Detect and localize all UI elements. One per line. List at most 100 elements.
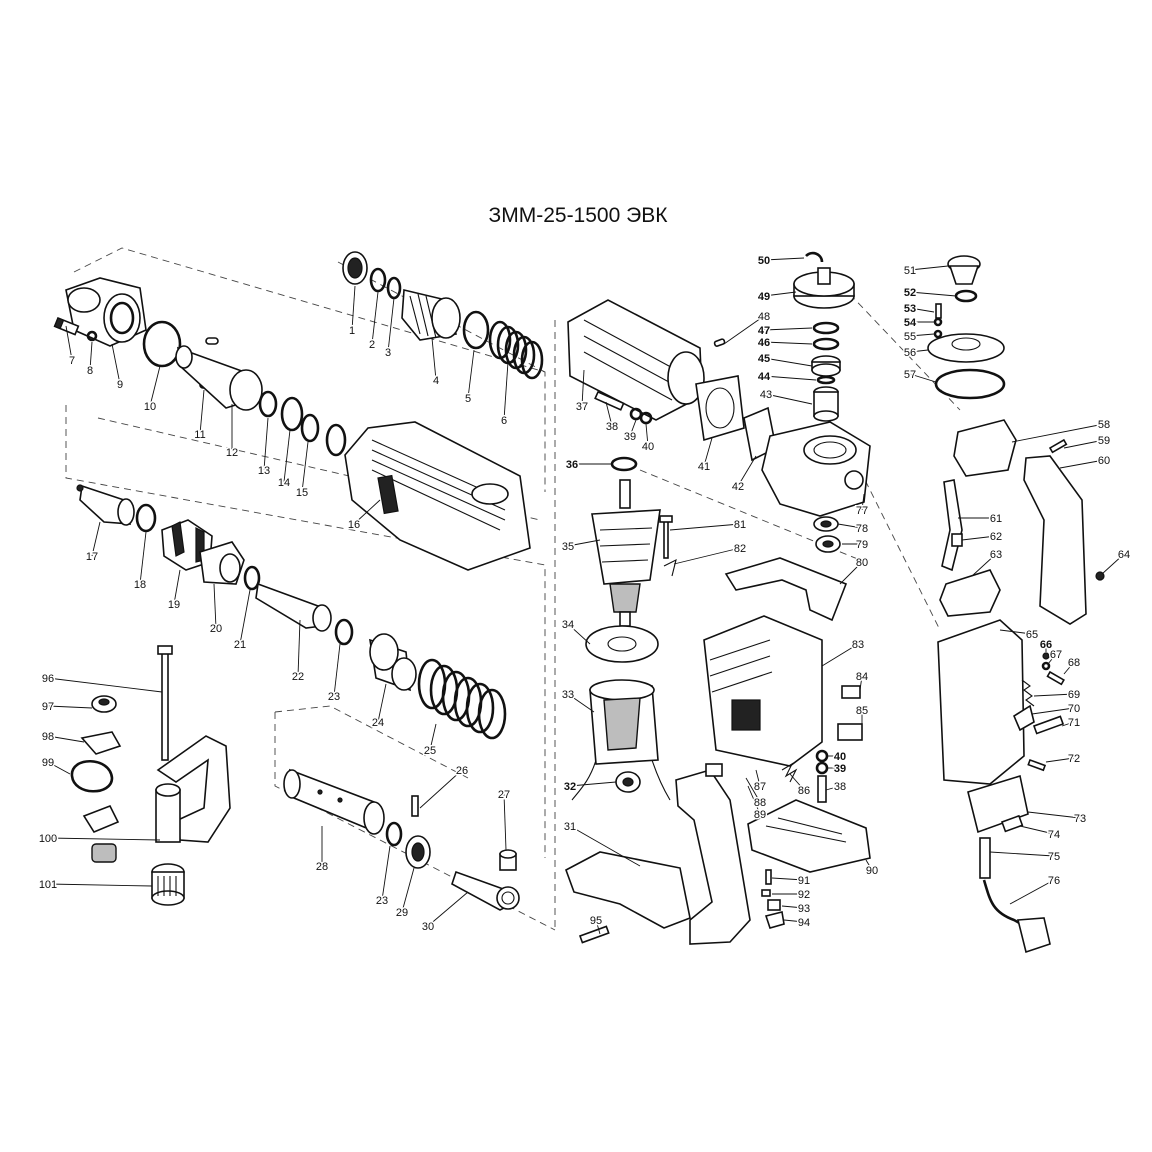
part-number-label: 76 [1048, 875, 1060, 887]
gear-housing-77 [761, 421, 871, 517]
part-number-label: 23 [376, 895, 388, 907]
leader-line [47, 761, 71, 775]
screw-92 [761, 889, 771, 897]
leader-line [91, 521, 101, 557]
leader-line [909, 307, 935, 313]
part-number-label: 15 [296, 487, 308, 499]
ring-44 [816, 375, 836, 385]
crank-housing-37 [567, 299, 705, 421]
part-number-label: 65 [1026, 629, 1038, 641]
part-number-label: 53 [904, 303, 916, 315]
clamp-98 [80, 731, 122, 755]
leader-line [909, 291, 957, 297]
spring-86 [781, 762, 798, 783]
leader-line [1101, 553, 1125, 575]
leader-lines [47, 257, 1125, 935]
part-number-label: 71 [1068, 717, 1080, 729]
leader-line [745, 777, 761, 803]
handle-half-60 [1023, 455, 1087, 625]
leader-line [763, 341, 813, 345]
leader-line [1045, 757, 1075, 763]
part-number-label: 73 [1074, 813, 1086, 825]
top-cover-16 [344, 421, 531, 571]
leader-line [763, 375, 817, 381]
barrel-12 [175, 345, 263, 411]
cylinder-24 [369, 633, 417, 692]
part-number-label: 46 [758, 337, 770, 349]
leader-line [765, 393, 813, 405]
leader-line [971, 553, 997, 577]
leader-line [371, 291, 379, 345]
washer-8 [86, 330, 98, 342]
leader-line [427, 891, 469, 927]
part-number-label: 5 [465, 393, 471, 405]
leader-line [783, 919, 805, 923]
part-number-label: 34 [562, 619, 574, 631]
part-number-label: 25 [424, 745, 436, 757]
armature-35 [591, 479, 661, 627]
bearing-1 [342, 251, 368, 285]
part-number-label: 77 [856, 505, 868, 517]
ring-15 [300, 413, 320, 443]
rod-96 [157, 645, 173, 761]
leader-line [333, 643, 341, 697]
leader-line [763, 327, 813, 331]
part-number-label: 96 [42, 673, 54, 685]
nut-66 [1042, 652, 1050, 660]
part-number-label: 67 [1050, 649, 1062, 661]
part-number-label: 22 [292, 671, 304, 683]
bearing-45 [811, 355, 841, 377]
power-cord-76 [982, 879, 1051, 954]
clip-87 [705, 763, 723, 777]
leader-line [47, 735, 85, 743]
part-number-label: 43 [760, 389, 772, 401]
nut-40b [815, 749, 829, 763]
leader-line [149, 365, 161, 407]
part-number-label: 70 [1068, 703, 1080, 715]
side-handle [155, 735, 231, 843]
air-guide-31 [565, 851, 691, 929]
leader-line [961, 535, 997, 541]
part-number-label: 2 [369, 339, 375, 351]
brush-holder-85 [837, 723, 863, 741]
part-number-label: 93 [798, 903, 810, 915]
screw-81 [659, 515, 673, 559]
washer-55 [933, 329, 943, 339]
leader-line [737, 455, 757, 487]
part-number-label: 61 [990, 513, 1002, 525]
leader-line [47, 705, 93, 709]
o-ring-5 [462, 310, 490, 350]
handle-half-31b [675, 769, 751, 945]
part-number-label: 72 [1068, 753, 1080, 765]
washer-18 [135, 503, 157, 533]
part-number-label: 63 [990, 549, 1002, 561]
leader-line [763, 291, 797, 297]
part-number-label: 33 [562, 689, 574, 701]
leader-line [503, 361, 509, 421]
spring-25 [417, 658, 507, 740]
clamp-74 [1000, 814, 1024, 833]
part-number-label: 81 [734, 519, 746, 531]
screw-91 [765, 869, 772, 885]
leader-line [1009, 879, 1055, 905]
band-99 [70, 759, 114, 793]
snap-ring-16a [325, 423, 347, 457]
leader-line [301, 441, 309, 493]
gasket-41 [695, 375, 745, 442]
ring-3 [386, 276, 402, 300]
leader-line [673, 547, 741, 565]
leader-line [263, 417, 269, 471]
leader-line [999, 629, 1033, 635]
leader-line [1063, 439, 1105, 449]
part-number-label: 54 [904, 317, 917, 329]
part-number-label: 80 [856, 557, 868, 569]
ring-23 [334, 618, 354, 646]
leader-line [111, 343, 121, 385]
leader-line [1027, 811, 1081, 819]
part-number-label: 100 [39, 833, 57, 845]
leader-line [605, 401, 613, 427]
ring-2 [369, 267, 387, 293]
part-number-label: 74 [1048, 829, 1060, 841]
part-number-label: 60 [1098, 455, 1110, 467]
